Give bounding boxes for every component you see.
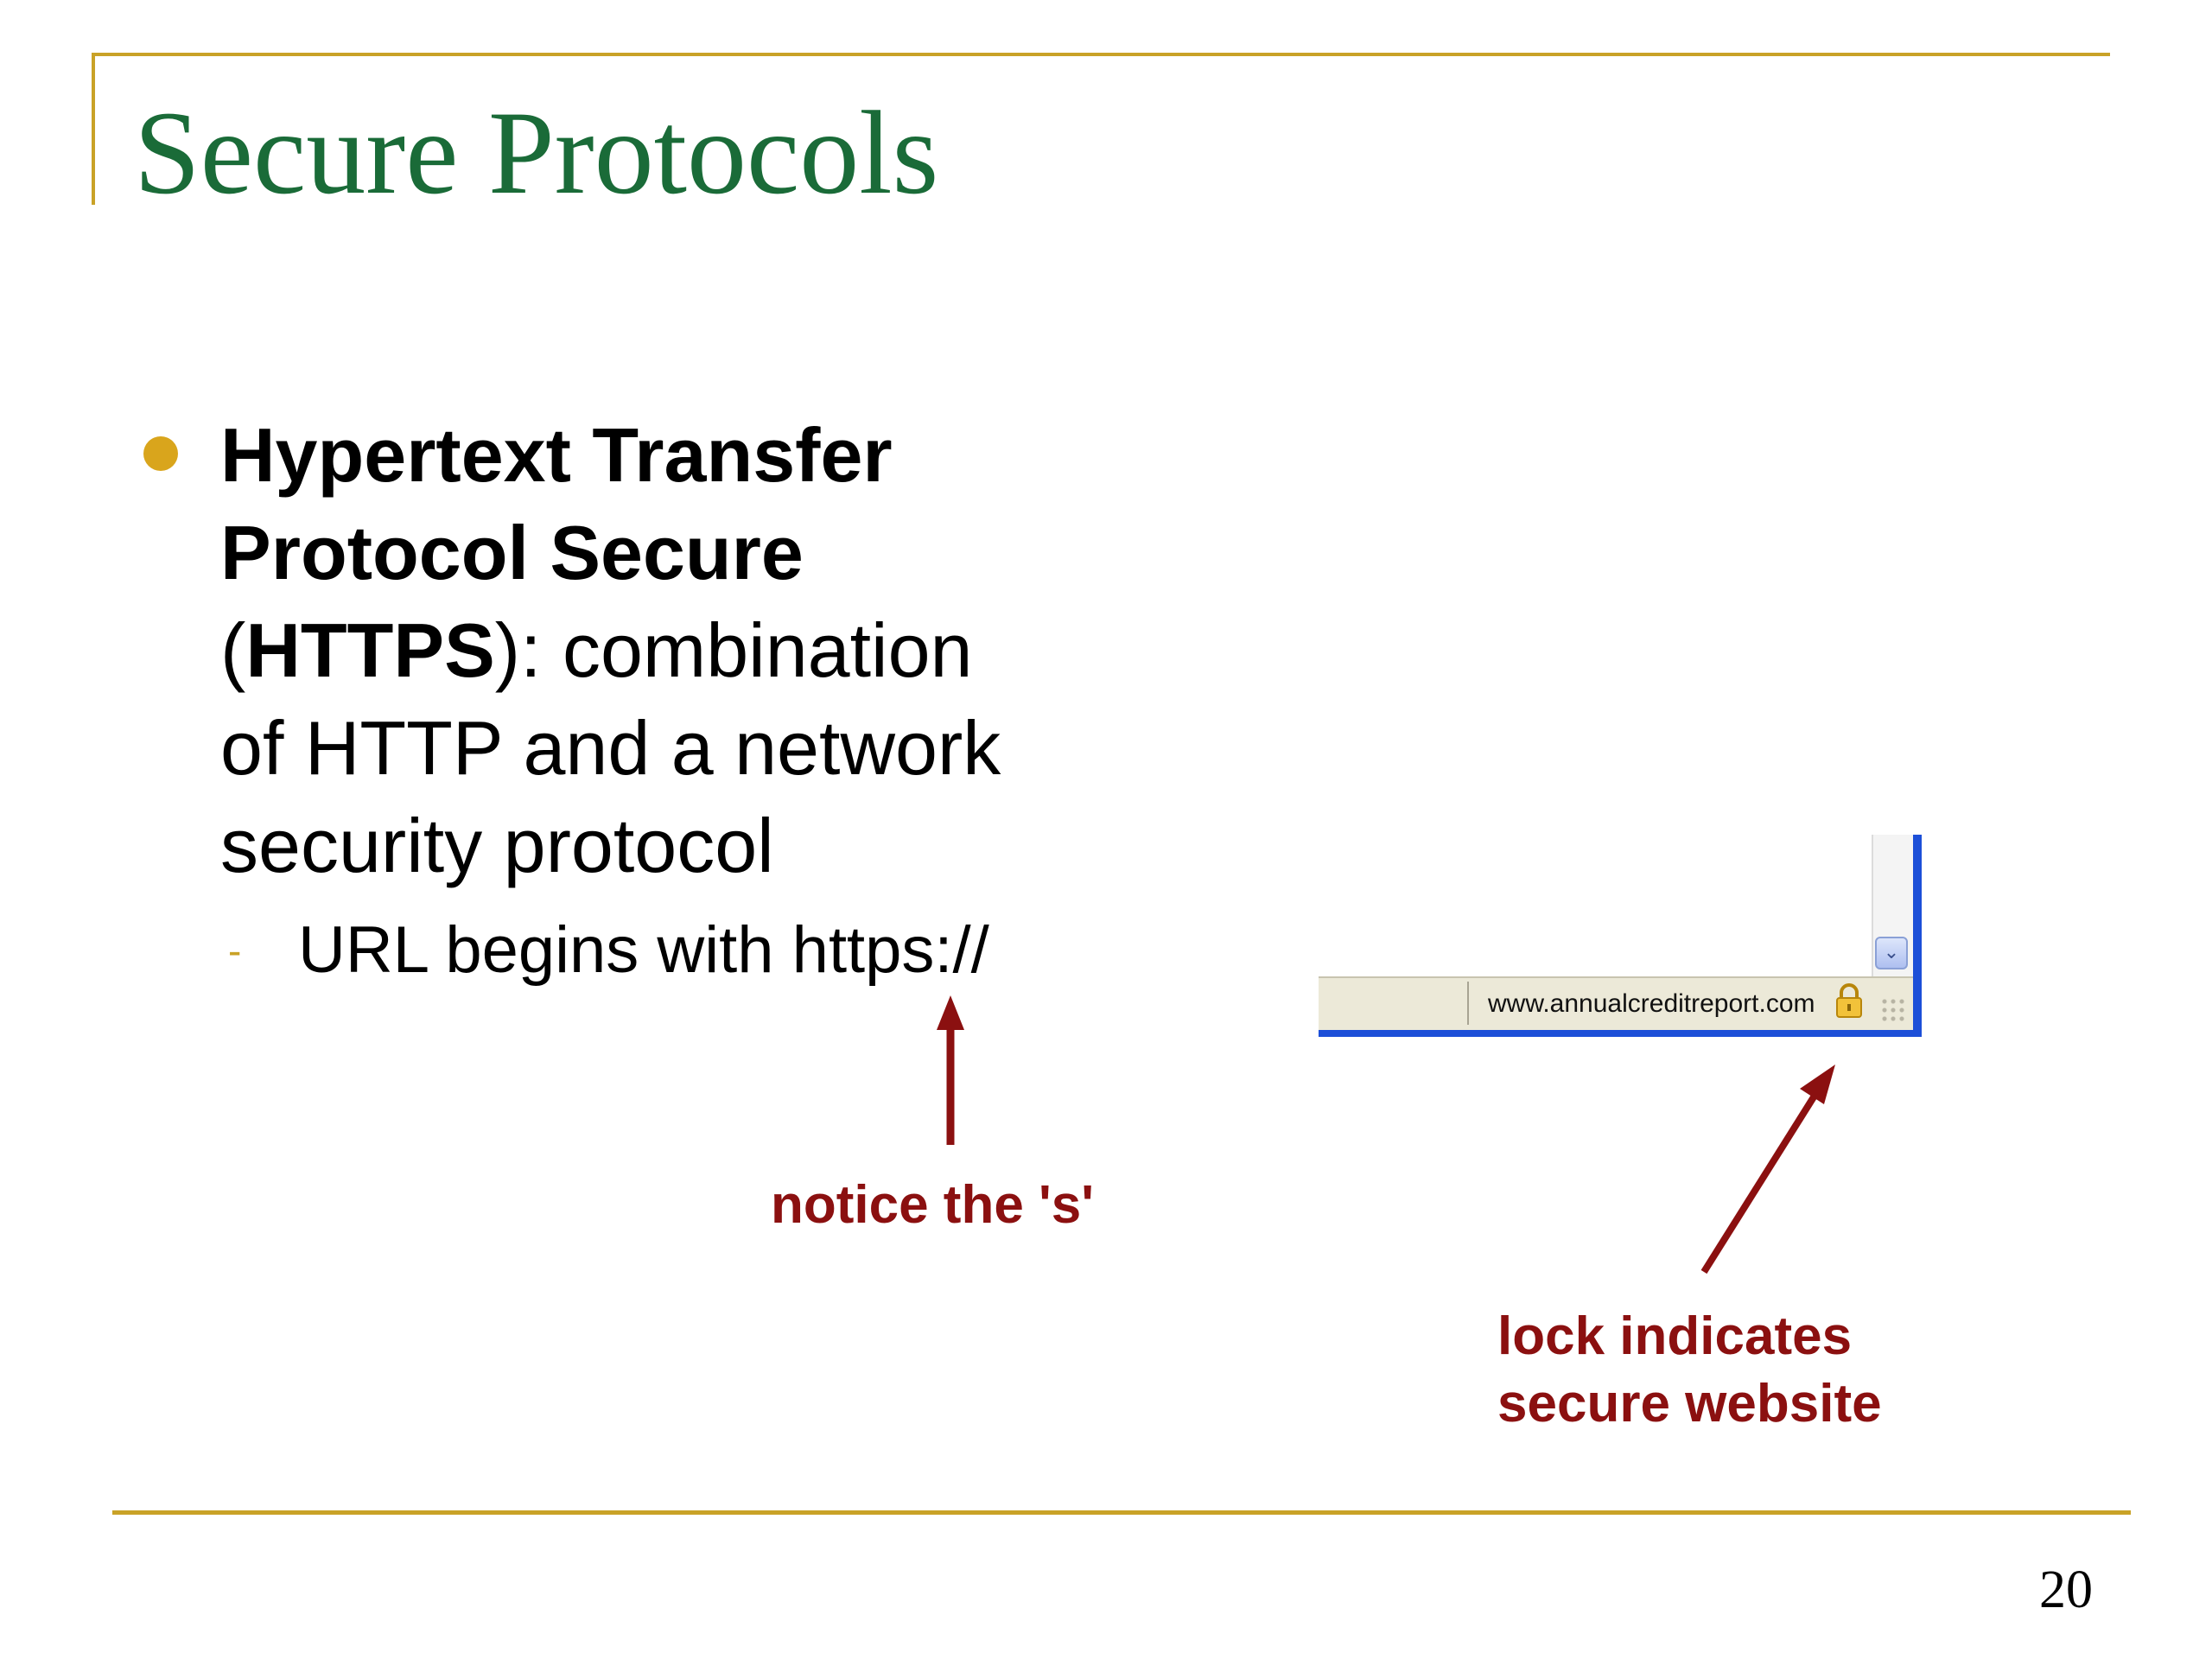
bullet-dot xyxy=(143,436,178,471)
status-url: www.annualcreditreport.com xyxy=(1488,989,1815,1018)
chevron-down-icon[interactable]: ⌄ xyxy=(1875,937,1908,969)
bottom-divider xyxy=(112,1510,2131,1515)
lock-icon[interactable] xyxy=(1834,982,1865,1020)
slide-title: Secure Protocols xyxy=(134,86,939,219)
bullet-line-4: of HTTP and a network xyxy=(220,705,1001,791)
arrow-to-https xyxy=(937,995,964,1145)
paren-open: ( xyxy=(220,607,246,693)
bullet-line-5: security protocol xyxy=(220,803,774,888)
window-frame-right xyxy=(1913,835,1922,1035)
arrow-to-lock xyxy=(1700,1065,1835,1274)
lock-label-line-2: secure website xyxy=(1497,1374,1882,1433)
title-accent-bar xyxy=(92,53,95,205)
status-bar-separator xyxy=(1467,982,1469,1025)
notice-s-label: notice the 's' xyxy=(771,1175,1094,1235)
https-term: HTTPS xyxy=(245,607,495,693)
resize-grip-icon[interactable] xyxy=(1880,997,1906,1023)
page-number: 20 xyxy=(2039,1560,2093,1619)
browser-status-bar-screenshot: ⌄ www.annualcreditreport.com xyxy=(1319,835,1922,1037)
sub-bullet-text: URL begins with https:// xyxy=(298,913,989,987)
lock-label-line-1: lock indicates xyxy=(1497,1306,1853,1366)
bullet-line-3-rest: ): combination xyxy=(494,607,973,693)
sub-bullet-dash: - xyxy=(228,928,242,973)
top-divider xyxy=(92,53,2110,56)
bullet-line-2: Protocol Secure xyxy=(220,510,804,595)
status-bar xyxy=(1319,976,1913,1030)
bullet-line-1: Hypertext Transfer xyxy=(220,412,893,498)
lock-label: lock indicates secure website xyxy=(1497,1303,1882,1438)
window-frame-bottom xyxy=(1319,1030,1922,1037)
